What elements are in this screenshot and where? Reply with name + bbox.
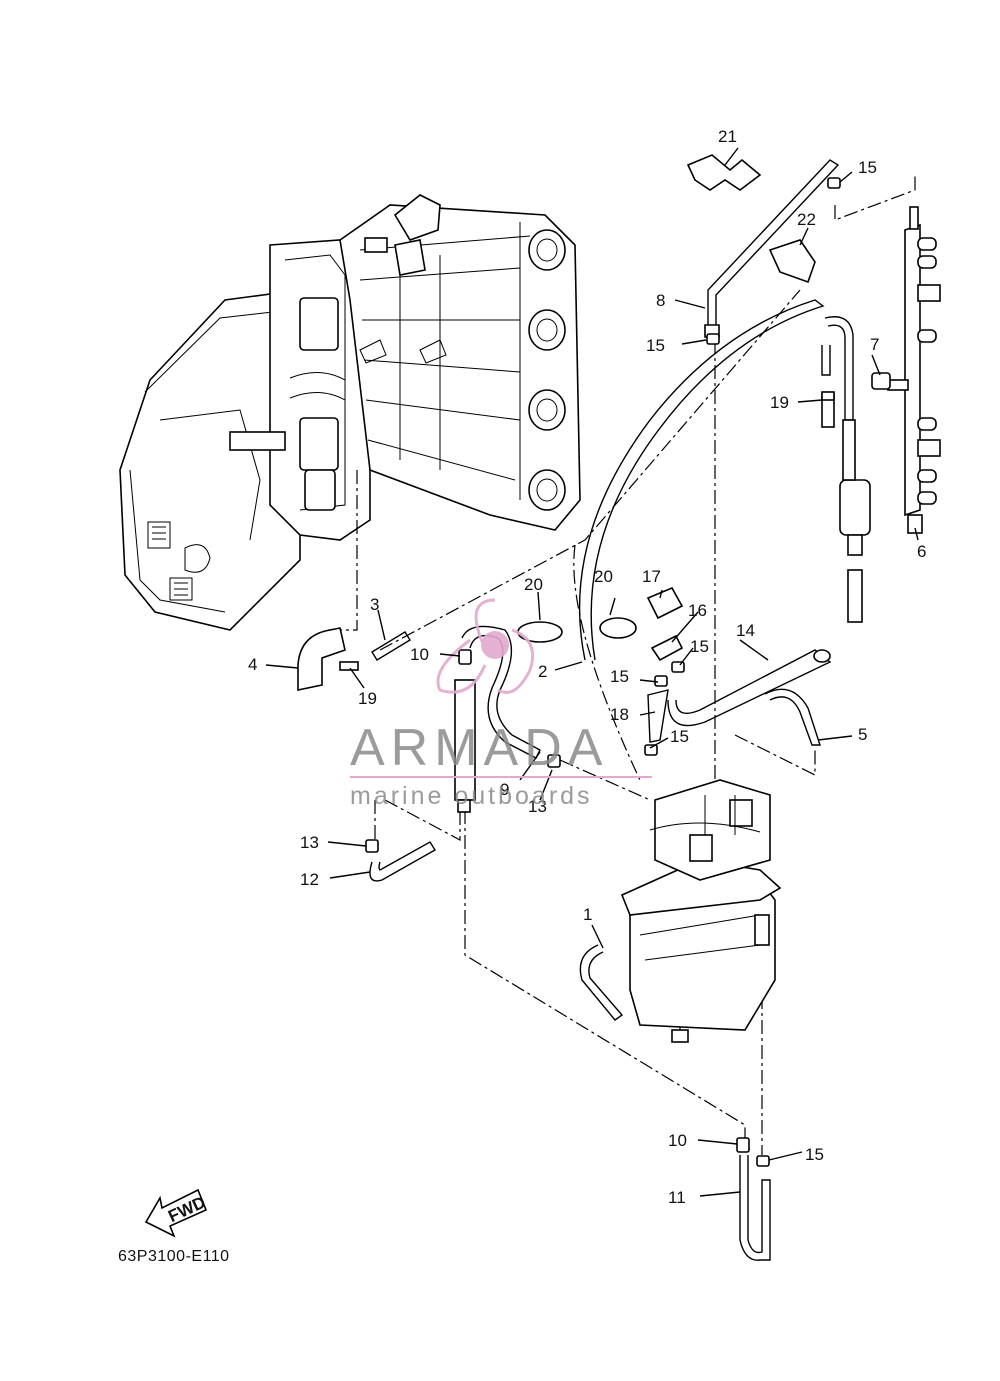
vapor-separator	[620, 779, 782, 1043]
watermark-divider	[350, 776, 652, 778]
intake-manifold	[119, 194, 581, 631]
part-label-6: 6	[917, 542, 926, 561]
part-label-19-a: 19	[770, 393, 789, 412]
watermark-brand: ARMADA	[350, 719, 609, 777]
part-label-15-e: 15	[670, 727, 689, 746]
part-label-22: 22	[797, 210, 816, 229]
watermark-logo	[436, 598, 535, 694]
part-label-13-a: 13	[528, 797, 547, 816]
part-label-13-b: 13	[300, 833, 319, 852]
part-label-16: 16	[688, 601, 707, 620]
part-label-20-b: 20	[594, 567, 613, 586]
part-label-10-b: 10	[668, 1131, 687, 1150]
part-label-7: 7	[870, 335, 879, 354]
part-label-1: 1	[583, 905, 592, 924]
diagram-code: 63P3100-E110	[118, 1248, 230, 1265]
part-label-15-c: 15	[690, 637, 709, 656]
part-label-3: 3	[370, 595, 379, 614]
part-label-12: 12	[300, 870, 319, 889]
part-label-5: 5	[858, 725, 867, 744]
part-label-17: 17	[642, 567, 661, 586]
part-label-8: 8	[656, 291, 665, 310]
part-label-20-a: 20	[524, 575, 543, 594]
part-label-15-d: 15	[610, 667, 629, 686]
part-label-15-a: 15	[858, 158, 877, 177]
part-label-18: 18	[610, 705, 629, 724]
part-label-4: 4	[248, 655, 257, 674]
part-label-19-b: 19	[358, 689, 377, 708]
part-label-11: 11	[668, 1188, 686, 1207]
callout-leaders	[265, 147, 919, 1197]
part-label-9: 9	[500, 780, 509, 799]
part-label-14: 14	[736, 621, 755, 640]
part-label-15-f: 15	[805, 1145, 824, 1164]
fuel-rail	[887, 206, 941, 534]
part-labels: 21 15 22 8 15 7 19 6 3 20 20 17 16 15 14…	[248, 127, 926, 1207]
fwd-arrow-icon: FWD	[144, 1188, 208, 1238]
small-parts	[339, 154, 891, 1167]
part-label-2: 2	[538, 662, 547, 681]
part-label-15-b: 15	[646, 336, 665, 355]
watermark-subtitle: marine outboards	[350, 782, 593, 810]
part-label-21: 21	[718, 127, 737, 146]
part-label-10-a: 10	[410, 645, 429, 664]
